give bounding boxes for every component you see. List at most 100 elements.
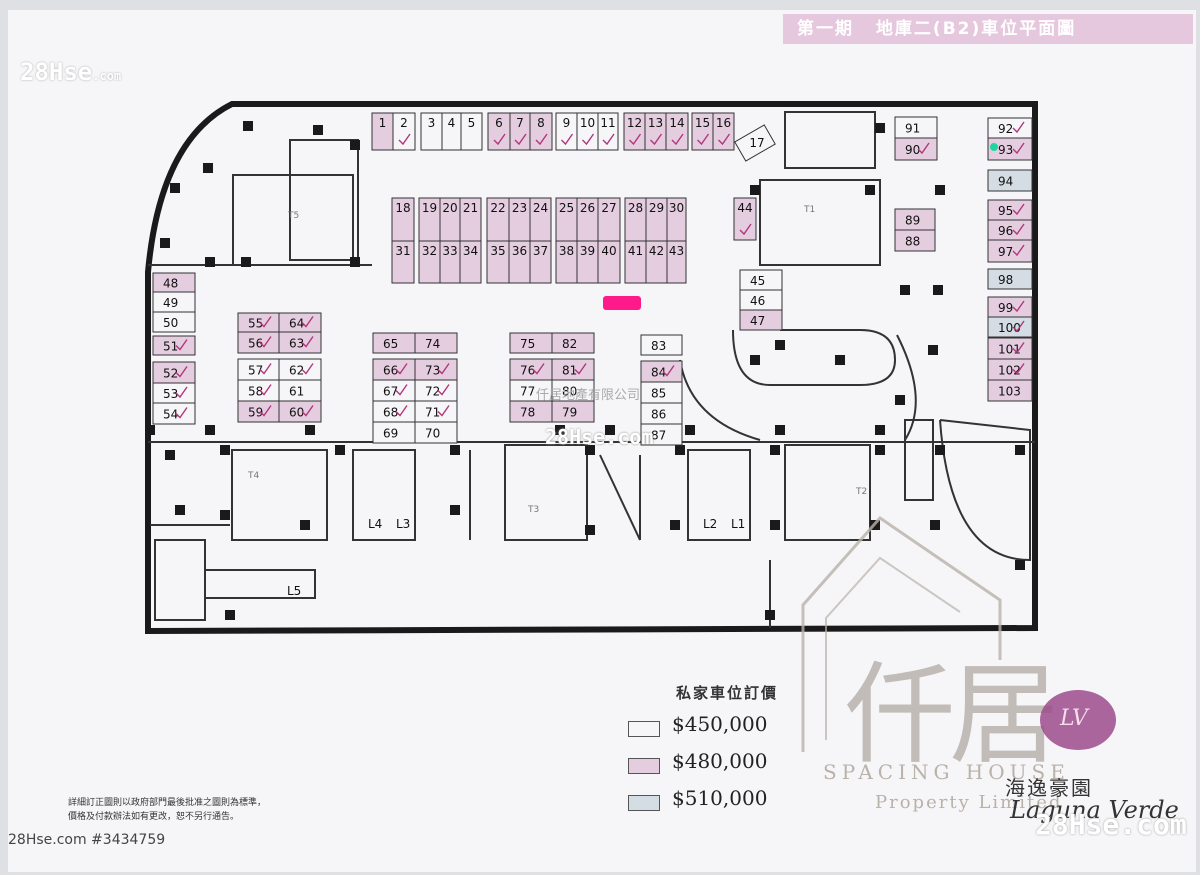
slot-number: 48 [163, 277, 178, 291]
sold-check-icon [301, 336, 314, 348]
parking-slot-81: 81 [551, 358, 595, 381]
column-43 [450, 505, 460, 515]
parking-slot-6: 6 [487, 112, 511, 151]
parking-slot-29: 29 [645, 197, 668, 242]
column-24 [555, 425, 565, 435]
loading-bay-L2: L2 [703, 517, 717, 531]
parking-slot-94: 94 [987, 169, 1033, 192]
slot-number: 89 [905, 214, 920, 228]
floor-label: 地庫二(B2)車位平面圖 [875, 19, 1077, 39]
brand-house-inner-icon [825, 556, 961, 740]
slot-number: 20 [442, 201, 457, 215]
sold-check-icon [718, 133, 731, 146]
slot-number: 23 [512, 201, 527, 215]
slot-number: 7 [516, 116, 524, 130]
parking-slot-80: 80 [551, 379, 595, 402]
column-18 [928, 345, 938, 355]
sold-check-icon [398, 133, 411, 146]
legend-swatch [628, 795, 660, 811]
slot-number: 25 [559, 201, 574, 215]
column-41 [220, 510, 230, 520]
sold-check-icon [662, 365, 675, 377]
slot-number: 98 [998, 273, 1013, 287]
column-29 [220, 445, 230, 455]
slot-number: 26 [580, 201, 595, 215]
parking-slot-57: 57 [237, 358, 280, 381]
column-8 [313, 125, 323, 135]
column-26 [685, 425, 695, 435]
loading-bay-L4: L4 [368, 517, 382, 531]
brand-house-icon [801, 516, 1002, 752]
parking-slot-49: 49 [152, 291, 196, 313]
slot-number: 39 [580, 244, 595, 258]
slot-number: 42 [649, 244, 664, 258]
legend-swatch [628, 721, 660, 737]
sold-check-icon [697, 133, 710, 146]
slot-number: 57 [248, 364, 263, 378]
slot-number: 53 [163, 387, 178, 401]
slot-number: 24 [533, 201, 548, 215]
slot-number: 4 [448, 116, 456, 130]
slot-number: 68 [383, 406, 398, 420]
sold-check-icon [671, 133, 684, 146]
column-38 [1015, 560, 1025, 570]
estate-name-cn: 海逸豪園 [1005, 776, 1093, 800]
parking-slot-68: 68 [372, 400, 416, 423]
watermark-domain: .com [92, 69, 122, 83]
parking-slot-102: 102 [987, 358, 1033, 381]
slot-number: 101 [998, 343, 1021, 357]
column-12 [900, 285, 910, 295]
slot-number: 19 [422, 201, 437, 215]
slot-number: 41 [628, 244, 643, 258]
parking-slot-90: 90 [894, 137, 938, 161]
slot-number: 13 [648, 116, 663, 130]
parking-slot-25: 25 [555, 197, 578, 242]
legend-price: $510,000 [672, 786, 768, 810]
brand-logo-cn: 仟居 [845, 651, 1059, 779]
columns [145, 121, 1025, 620]
slot-number: 31 [395, 244, 410, 258]
slot-number: 80 [562, 385, 577, 399]
parking-slot-19: 19 [418, 197, 441, 242]
slot-number: 37 [533, 244, 548, 258]
sold-check-icon [493, 133, 506, 146]
parking-slot-67: 67 [372, 379, 416, 402]
parking-slot-87: 87 [640, 423, 683, 446]
slot-number: 60 [289, 406, 304, 420]
outer-wall [145, 101, 1038, 635]
parking-slot-88: 88 [894, 229, 936, 252]
slot-number: 95 [998, 204, 1013, 218]
sold-check-icon [1012, 244, 1025, 257]
parking-slot-86: 86 [640, 402, 683, 425]
sold-check-icon [175, 339, 188, 351]
slot-number: 3 [428, 116, 436, 130]
slot-number: 77 [520, 385, 535, 399]
tower-T2: T2 [855, 487, 867, 497]
parking-slot-98: 98 [987, 268, 1033, 290]
parking-slot-31: 31 [391, 240, 415, 284]
parking-slot-5: 5 [460, 112, 483, 151]
slot-number: 54 [163, 408, 178, 422]
parking-slot-74: 74 [414, 332, 458, 354]
slot-number: 100 [998, 321, 1021, 335]
parking-slot-82: 82 [551, 332, 595, 354]
legend-price: $450,000 [672, 712, 768, 736]
estate-name-en: Laguna Verde [1010, 796, 1179, 824]
slot-number: 67 [383, 385, 398, 399]
tower-T5: T5 [287, 211, 299, 221]
sold-check-icon [629, 133, 642, 146]
column-33 [675, 445, 685, 455]
slot-number: 66 [383, 364, 398, 378]
brand-name-en: SPACING HOUSE [823, 760, 1070, 784]
sold-check-icon [175, 366, 188, 378]
column-35 [875, 445, 885, 455]
parking-slot-76: 76 [509, 358, 553, 381]
column-30 [335, 445, 345, 455]
slot-number: 93 [998, 143, 1013, 157]
parking-slot-62: 62 [278, 358, 322, 381]
sold-check-icon [259, 316, 272, 328]
slot-number: 44 [737, 201, 752, 215]
slot-number: 103 [998, 385, 1021, 399]
parking-slot-15: 15 [691, 112, 714, 151]
column-44 [585, 525, 595, 535]
